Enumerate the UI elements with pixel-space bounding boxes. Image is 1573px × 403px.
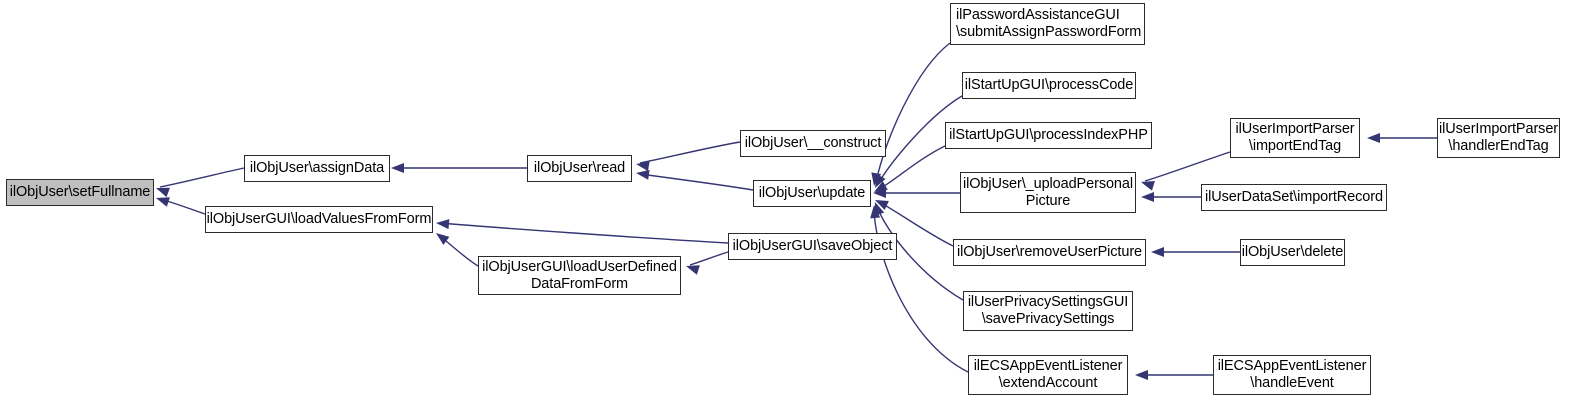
edge-submitAssignPasswordForm-to-update xyxy=(875,42,951,183)
node-handleEvent[interactable]: ilECSAppEventListener \handleEvent xyxy=(1213,355,1371,395)
node-label-saveObject: ilObjUserGUI\saveObject xyxy=(732,238,893,254)
arrowhead-saveObject-to-loadUserDefinedDataFromForm xyxy=(686,265,700,275)
node-saveObject[interactable]: ilObjUserGUI\saveObject xyxy=(728,233,897,260)
node-importRecord[interactable]: ilUserDataSet\importRecord xyxy=(1201,184,1387,211)
node-update[interactable]: ilObjUser\update xyxy=(753,180,871,207)
edge-saveObject-to-loadValuesFromForm xyxy=(439,222,729,244)
node-label-loadValuesFromForm: ilObjUserGUI\loadValuesFromForm xyxy=(206,211,432,227)
arrowhead-handlerEndTag-to-importEndTag xyxy=(1367,133,1380,143)
node-removeUserPicture[interactable]: ilObjUser\removeUserPicture xyxy=(953,239,1146,266)
node-label-processCode: ilStartUpGUI\processCode xyxy=(964,77,1134,93)
edge-importEndTag-to-uploadPersonalPicture xyxy=(1144,151,1231,182)
arrowhead-loadValuesFromForm-to-setFullname xyxy=(156,197,170,207)
arrowhead-importEndTag-to-uploadPersonalPicture xyxy=(1141,181,1155,191)
arrowhead-saveObject-to-loadValuesFromForm xyxy=(436,219,450,230)
arrowhead-uploadPersonalPicture-to-update xyxy=(873,188,886,198)
node-importEndTag[interactable]: ilUserImportParser \importEndTag xyxy=(1230,118,1360,158)
node-label-construct: ilObjUser\__construct xyxy=(744,135,882,151)
node-label-handlerEndTag: ilUserImportParser \handlerEndTag xyxy=(1438,121,1559,154)
node-label-setFullname: ilObjUser\setFullname xyxy=(9,184,151,200)
edge-saveObject-to-loadUserDefinedDataFromForm xyxy=(689,251,729,266)
node-construct[interactable]: ilObjUser\__construct xyxy=(740,130,886,157)
arrowhead-construct-to-read xyxy=(636,161,650,172)
node-label-delete: ilObjUser\delete xyxy=(1241,244,1344,260)
node-loadUserDefinedDataFromForm[interactable]: ilObjUserGUI\loadUserDefined DataFromFor… xyxy=(478,256,681,295)
node-handlerEndTag[interactable]: ilUserImportParser \handlerEndTag xyxy=(1437,118,1560,158)
node-label-importRecord: ilUserDataSet\importRecord xyxy=(1205,189,1383,205)
node-label-read: ilObjUser\read xyxy=(533,160,626,176)
node-savePrivacySettings[interactable]: ilUserPrivacySettingsGUI \savePrivacySet… xyxy=(963,291,1133,331)
edge-assignData-to-setFullname xyxy=(159,167,245,188)
edge-savePrivacySettings-to-update xyxy=(876,205,964,301)
node-extendAccount[interactable]: ilECSAppEventListener \extendAccount xyxy=(968,355,1128,395)
node-assignData[interactable]: ilObjUser\assignData xyxy=(244,155,390,182)
node-processIndexPHP[interactable]: ilStartUpGUI\processIndexPHP xyxy=(945,122,1152,149)
arrowhead-read-to-assignData xyxy=(391,163,404,173)
node-label-assignData: ilObjUser\assignData xyxy=(249,160,385,176)
node-label-update: ilObjUser\update xyxy=(758,185,866,201)
node-label-processIndexPHP: ilStartUpGUI\processIndexPHP xyxy=(949,127,1148,143)
node-setFullname[interactable]: ilObjUser\setFullname xyxy=(6,179,154,206)
edge-construct-to-read xyxy=(639,141,741,164)
arrowhead-handleEvent-to-extendAccount xyxy=(1135,370,1148,380)
node-label-removeUserPicture: ilObjUser\removeUserPicture xyxy=(956,244,1143,260)
node-label-submitAssignPasswordForm: ilPasswordAssistanceGUI \submitAssignPas… xyxy=(956,7,1142,40)
node-label-extendAccount: ilECSAppEventListener \extendAccount xyxy=(973,358,1123,391)
node-label-savePrivacySettings: ilUserPrivacySettingsGUI \savePrivacySet… xyxy=(967,294,1129,327)
arrowhead-loadUserDefinedDataFromForm-to-loadValuesFromForm xyxy=(436,233,450,245)
arrowhead-extendAccount-to-update xyxy=(870,205,881,219)
node-submitAssignPasswordForm[interactable]: ilPasswordAssistanceGUI \submitAssignPas… xyxy=(950,3,1145,45)
arrowhead-importRecord-to-uploadPersonalPicture xyxy=(1141,192,1154,202)
arrowhead-removeUserPicture-to-update xyxy=(875,200,889,211)
node-uploadPersonalPicture[interactable]: ilObjUser\_uploadPersonal Picture xyxy=(960,172,1136,213)
arrowhead-update-to-read xyxy=(636,169,650,180)
node-label-handleEvent: ilECSAppEventListener \handleEvent xyxy=(1217,358,1367,391)
edge-update-to-read xyxy=(639,173,754,191)
edge-processCode-to-update xyxy=(877,95,963,185)
node-delete[interactable]: ilObjUser\delete xyxy=(1240,239,1345,266)
arrowhead-processCode-to-update xyxy=(875,174,886,188)
arrowhead-assignData-to-setFullname xyxy=(156,187,170,198)
node-processCode[interactable]: ilStartUpGUI\processCode xyxy=(962,72,1136,99)
arrowhead-delete-to-removeUserPicture xyxy=(1151,247,1164,257)
edge-extendAccount-to-update xyxy=(873,208,969,373)
node-label-uploadPersonalPicture: ilObjUser\_uploadPersonal Picture xyxy=(963,175,1133,209)
node-label-importEndTag: ilUserImportParser \importEndTag xyxy=(1235,121,1355,154)
node-read[interactable]: ilObjUser\read xyxy=(527,155,632,182)
node-label-loadUserDefinedDataFromForm: ilObjUserGUI\loadUserDefined DataFromFor… xyxy=(482,258,677,292)
node-loadValuesFromForm[interactable]: ilObjUserGUI\loadValuesFromForm xyxy=(205,206,433,233)
